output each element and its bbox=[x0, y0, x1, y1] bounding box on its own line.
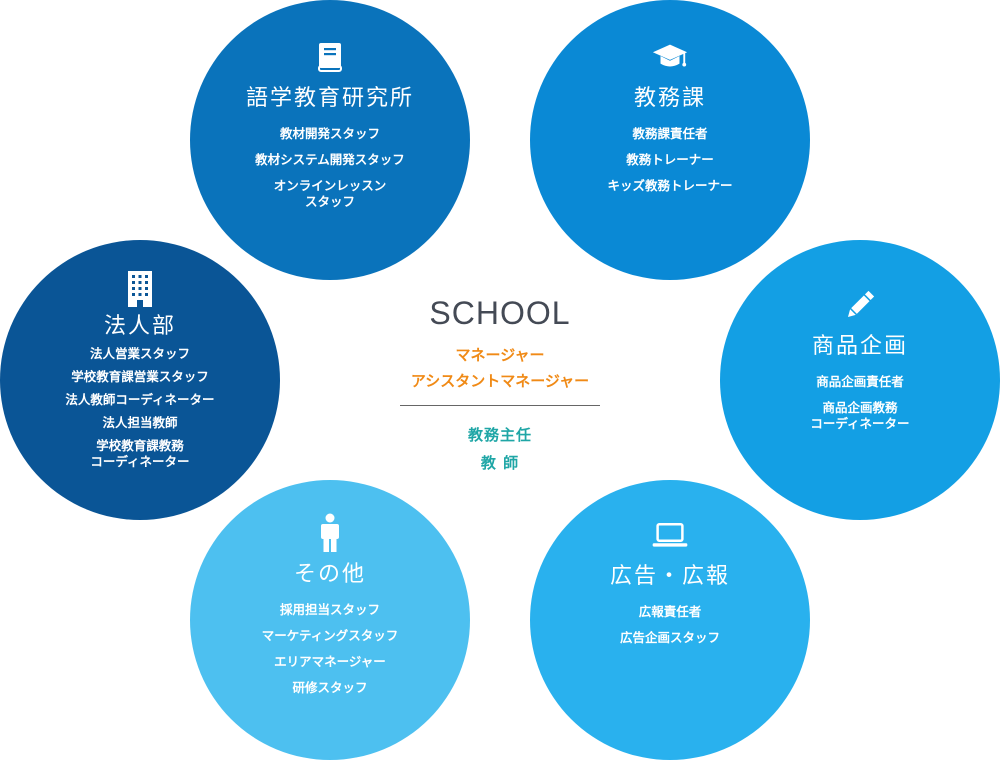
role-item: 商品企画責任者 bbox=[816, 374, 904, 389]
department-circle-gogaku: 語学教育研究所 教材開発スタッフ 教材システム開発スタッフ オンラインレッスン … bbox=[190, 0, 470, 280]
staff-role: 教 師 bbox=[480, 454, 520, 472]
department-title: 広告・広報 bbox=[609, 564, 730, 589]
role-item: 学校教育課営業スタッフ bbox=[71, 369, 209, 384]
department-circle-kyomu: 教務課 教務課責任者 教務トレーナー キッズ教務トレーナー bbox=[530, 0, 810, 280]
school-title: SCHOOL bbox=[429, 295, 571, 331]
role-item: 法人営業スタッフ bbox=[89, 346, 190, 361]
manager-role: アシスタントマネージャー bbox=[410, 372, 590, 390]
center-school: SCHOOL マネージャー アシスタントマネージャー 教務主任 教 師 bbox=[380, 295, 620, 474]
role-item: 教材システム開発スタッフ bbox=[255, 152, 405, 167]
manager-role: マネージャー bbox=[455, 346, 545, 364]
role-item: 採用担当スタッフ bbox=[279, 602, 380, 617]
pencil-icon bbox=[841, 286, 879, 324]
department-circle-kokoku: 広告・広報 広報責任者 広告企画スタッフ bbox=[530, 480, 810, 760]
department-circle-shohin: 商品企画 商品企画責任者 商品企画教務 コーディネーター bbox=[720, 240, 1000, 520]
role-item: エリアマネージャー bbox=[274, 654, 386, 669]
department-title: 商品企画 bbox=[811, 334, 908, 359]
role-item: 教材開発スタッフ bbox=[279, 126, 380, 141]
department-title: 法人部 bbox=[103, 314, 176, 339]
role-item: 教務課責任者 bbox=[632, 126, 708, 141]
teaching-staff-list: 教務主任 教 師 bbox=[380, 424, 620, 474]
role-list: 採用担当スタッフ マーケティングスタッフ エリアマネージャー 研修スタッフ bbox=[262, 602, 399, 696]
role-list: 教務課責任者 教務トレーナー キッズ教務トレーナー bbox=[607, 126, 732, 194]
department-title: 語学教育研究所 bbox=[245, 86, 414, 111]
role-item: 学校教育課教務 コーディネーター bbox=[90, 438, 190, 469]
role-item: キッズ教務トレーナー bbox=[607, 178, 733, 193]
department-title: その他 bbox=[293, 562, 366, 587]
laptop-icon bbox=[651, 516, 689, 554]
person-icon bbox=[311, 513, 349, 552]
book-icon bbox=[311, 38, 349, 76]
role-list: 法人営業スタッフ 学校教育課営業スタッフ 法人教師コーディネーター 法人担当教師… bbox=[65, 346, 214, 470]
building-icon bbox=[121, 270, 159, 308]
role-item: 教務トレーナー bbox=[626, 152, 714, 167]
graduation-cap-icon bbox=[651, 38, 689, 76]
manager-list: マネージャー アシスタントマネージャー bbox=[380, 345, 620, 391]
department-title: 教務課 bbox=[633, 86, 706, 111]
department-circle-sonota: その他 採用担当スタッフ マーケティングスタッフ エリアマネージャー 研修スタッ… bbox=[190, 480, 470, 760]
role-item: 広告企画スタッフ bbox=[619, 630, 720, 645]
role-item: 研修スタッフ bbox=[292, 680, 368, 695]
staff-role: 教務主任 bbox=[467, 426, 532, 444]
department-circle-hojin: 法人部 法人営業スタッフ 学校教育課営業スタッフ 法人教師コーディネーター 法人… bbox=[0, 240, 280, 520]
role-item: 広報責任者 bbox=[638, 604, 702, 619]
divider bbox=[400, 405, 600, 406]
role-item: 法人教師コーディネーター bbox=[65, 392, 215, 407]
role-item: オンラインレッスン スタッフ bbox=[273, 178, 387, 209]
role-list: 商品企画責任者 商品企画教務 コーディネーター bbox=[810, 374, 909, 432]
role-item: 法人担当教師 bbox=[102, 415, 178, 430]
role-item: マーケティングスタッフ bbox=[261, 628, 399, 643]
role-list: 教材開発スタッフ 教材システム開発スタッフ オンラインレッスン スタッフ bbox=[255, 126, 405, 210]
role-item: 商品企画教務 コーディネーター bbox=[810, 400, 910, 431]
role-list: 広報責任者 広告企画スタッフ bbox=[620, 604, 720, 646]
